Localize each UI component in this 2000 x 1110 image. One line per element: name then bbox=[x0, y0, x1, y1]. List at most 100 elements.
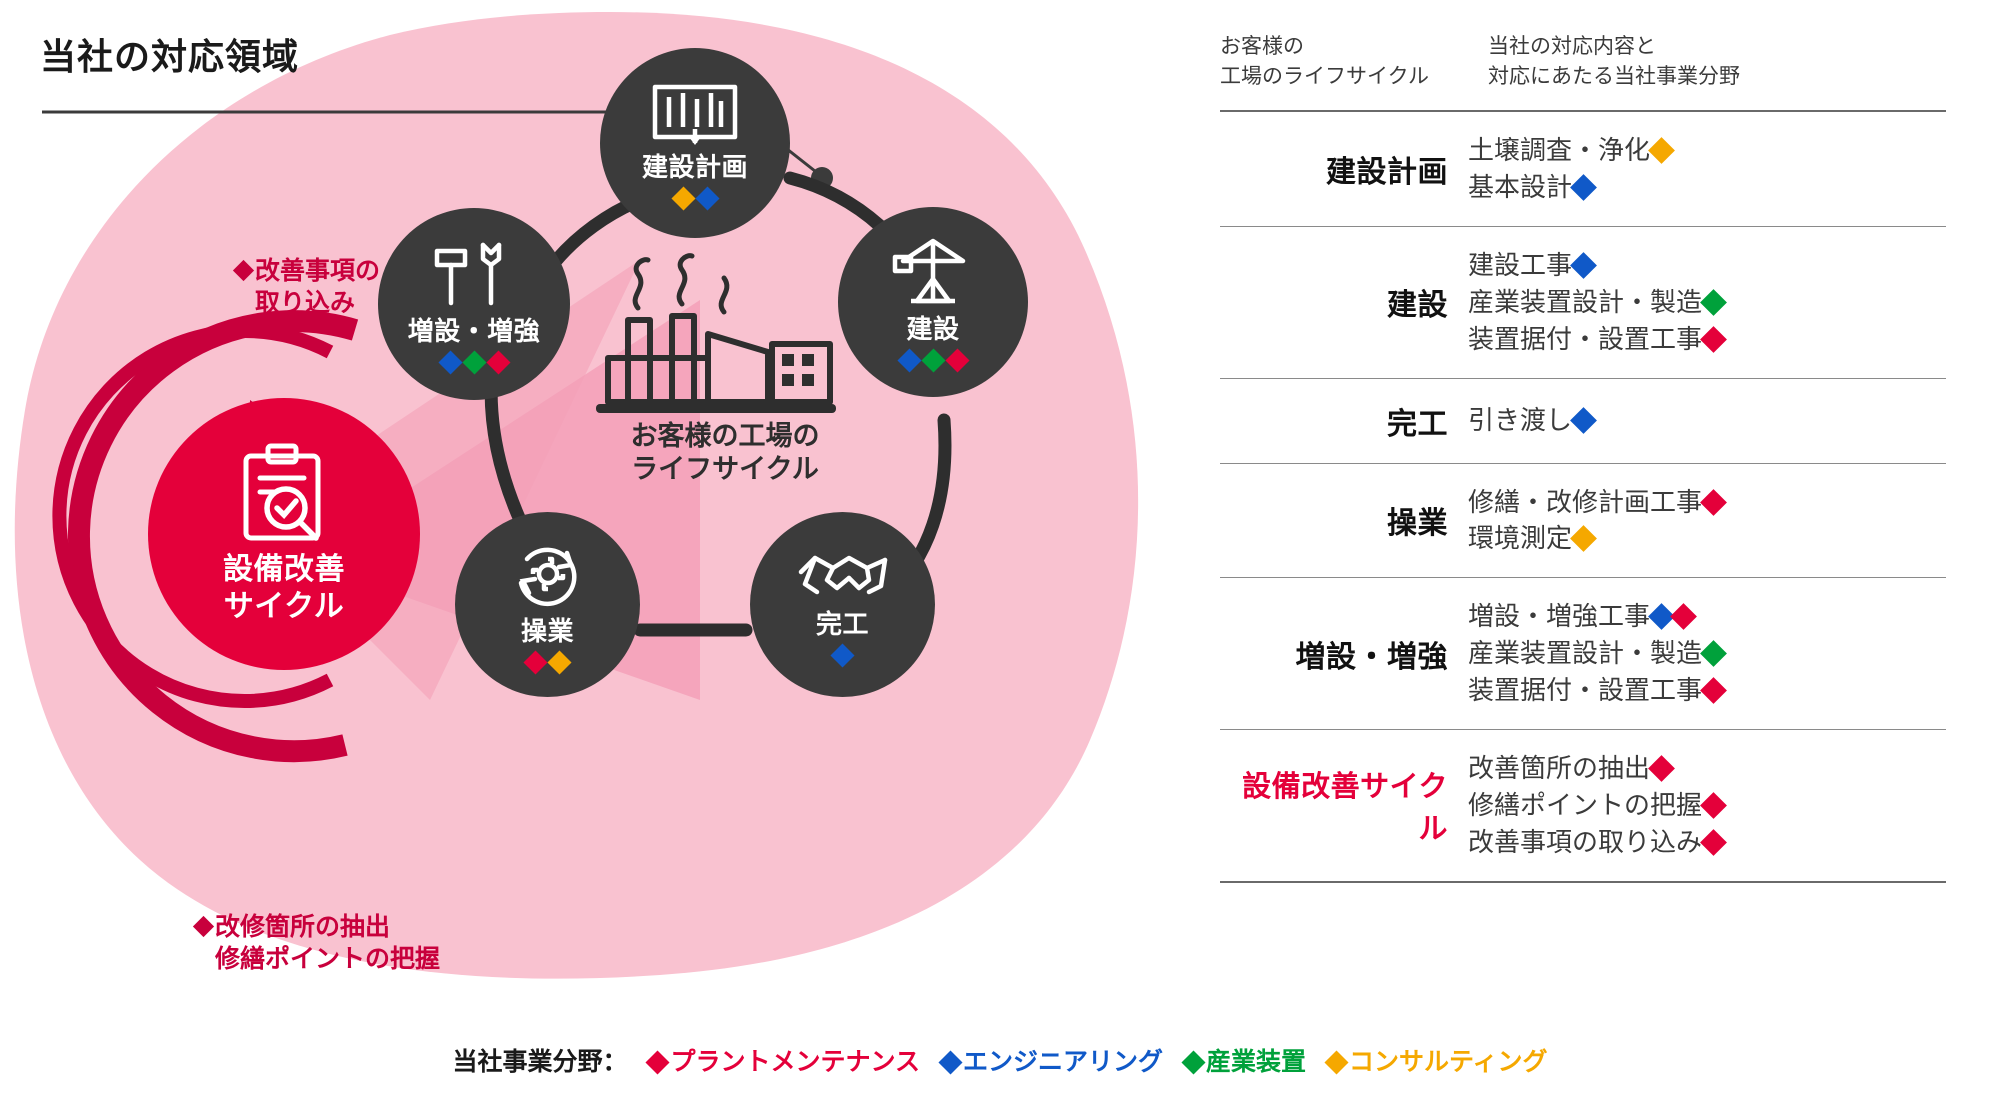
legend-entry-label: プラントメンテナンス bbox=[670, 1048, 920, 1076]
cycle-node-plan[interactable]: 建設計画 bbox=[600, 48, 790, 238]
diamond-plant_maintenance bbox=[1700, 828, 1727, 856]
table-row: 操業修繕・改修計画工事環境測定 bbox=[1220, 464, 1946, 578]
table-stage-label: 完工 bbox=[1387, 407, 1448, 441]
table-service-item: 土壌調査・浄化 bbox=[1468, 132, 1946, 169]
diamond-consulting bbox=[547, 649, 572, 675]
diamond-engineering bbox=[1570, 251, 1597, 279]
core-label-line2: サイクル bbox=[223, 590, 345, 623]
table-stage-label: 建設 bbox=[1387, 289, 1448, 323]
table-service-item: 引き渡し bbox=[1468, 402, 1946, 439]
diamond-plant_maintenance bbox=[1700, 792, 1727, 819]
diamond-consulting bbox=[670, 186, 696, 211]
diamond-engineering bbox=[694, 186, 720, 211]
table-service-text: 引き渡し bbox=[1468, 405, 1573, 436]
table-rule bbox=[1220, 462, 1946, 464]
cycle-node-plan-diamonds bbox=[670, 186, 720, 211]
lifecycle-table: 建設計画土壌調査・浄化基本設計建設建設工事産業装置設計・製造装置据付・設置工事完… bbox=[1220, 110, 1946, 883]
table-service-item: 装置据付・設置工事 bbox=[1468, 672, 1946, 709]
factory-illustration-icon bbox=[596, 253, 836, 413]
table-service-item: 増設・増強工事 bbox=[1468, 598, 1946, 635]
table-header-services: 当社の対応内容と 対応にあたる当社事業分野 bbox=[1488, 32, 1740, 92]
cycle-node-operate[interactable]: 操業 bbox=[455, 512, 640, 697]
table-service-list: 増設・増強工事産業装置設計・製造装置据付・設置工事 bbox=[1468, 598, 1946, 709]
cycle-node-complete[interactable]: 完工 bbox=[750, 512, 935, 697]
table-row: 設備改善サイクル改善箇所の抽出修繕ポイントの把握改善事項の取り込み bbox=[1220, 730, 1946, 881]
header-right-line1: 当社の対応内容と bbox=[1488, 35, 1656, 58]
center-caption-line1: お客様の工場の bbox=[630, 421, 820, 451]
improvement-cycle-core-label: 設備改善 サイクル bbox=[223, 552, 345, 625]
diamond-industrial_equipment bbox=[1700, 640, 1727, 668]
table-service-item: 改善事項の取り込み bbox=[1468, 824, 1946, 861]
center-caption: お客様の工場の ライフサイクル bbox=[600, 420, 850, 486]
cycle-node-build[interactable]: 建設 bbox=[838, 207, 1028, 397]
business-fields-legend: 当社事業分野： プラントメンテナンスエンジニアリング産業装置 コンサルティング bbox=[0, 1042, 2000, 1078]
note-repair-points: 改修箇所の抽出 修繕ポイントの把握 bbox=[192, 912, 441, 975]
note-improvement-incorporation: 改善事項の 取り込み bbox=[232, 256, 381, 319]
diamond-plant_maintenance bbox=[1700, 325, 1727, 353]
tools-icon bbox=[431, 237, 517, 309]
legend-entry: プラントメンテナンス bbox=[645, 1048, 920, 1076]
diamond-engineering bbox=[1570, 173, 1597, 201]
core-label-line1: 設備改善 bbox=[223, 553, 345, 587]
diamond-marker bbox=[192, 915, 215, 938]
diamond-industrial_equipment bbox=[920, 348, 946, 373]
page-title: 当社の対応領域 bbox=[40, 36, 300, 77]
table-rule bbox=[1220, 225, 1946, 227]
table-service-text: 基本設計 bbox=[1468, 171, 1573, 202]
table-service-text: 修繕ポイントの把握 bbox=[1468, 789, 1703, 820]
diamond-plant_maintenance bbox=[1700, 488, 1727, 516]
diamond-consulting bbox=[1570, 525, 1597, 553]
table-rule bbox=[1220, 377, 1946, 379]
header-left-line1: お客様の bbox=[1220, 35, 1304, 58]
table-service-item: 修繕ポイントの把握 bbox=[1468, 787, 1946, 824]
legend-entry: コンサルティング bbox=[1324, 1048, 1548, 1076]
table-service-item: 産業装置設計・製造 bbox=[1468, 635, 1946, 672]
legend-entry: エンジニアリング bbox=[938, 1048, 1163, 1076]
cycle-node-operate-diamonds bbox=[523, 649, 572, 675]
diamond-plant_maintenance bbox=[523, 649, 548, 675]
table-row: 増設・増強増設・増強工事産業装置設計・製造装置据付・設置工事 bbox=[1220, 578, 1946, 729]
diamond-engineering bbox=[1570, 407, 1597, 435]
diamond-engineering bbox=[896, 348, 922, 373]
cycle-node-expand-diamonds bbox=[437, 350, 511, 375]
table-row: 完工引き渡し bbox=[1220, 379, 1946, 463]
table-service-text: 建設工事 bbox=[1468, 249, 1573, 280]
clipboard-check-magnifier-icon bbox=[236, 442, 332, 542]
improvement-cycle-core[interactable]: 設備改善 サイクル bbox=[148, 398, 420, 670]
factory-plan-icon bbox=[651, 79, 739, 145]
table-service-item: 産業装置設計・製造 bbox=[1468, 284, 1946, 321]
table-service-item: 基本設計 bbox=[1468, 169, 1946, 206]
legend-entry-label: コンサルティング bbox=[1349, 1048, 1548, 1076]
table-service-list: 建設工事産業装置設計・製造装置据付・設置工事 bbox=[1468, 247, 1946, 358]
table-service-text: 産業装置設計・製造 bbox=[1468, 638, 1703, 669]
cycle-diagram-panel: 当社の対応領域 bbox=[14, 12, 1139, 979]
legend-label: 当社事業分野： bbox=[452, 1048, 628, 1076]
table-service-text: 改善箇所の抽出 bbox=[1468, 753, 1651, 784]
note-top-line1: 改善事項の bbox=[255, 257, 381, 285]
gear-cycle-icon bbox=[511, 539, 585, 609]
diamond-plant_maintenance bbox=[1700, 677, 1727, 705]
diamond-consulting bbox=[1648, 137, 1675, 164]
table-service-list: 引き渡し bbox=[1468, 402, 1946, 439]
header-right-line2: 対応にあたる当社事業分野 bbox=[1488, 64, 1740, 88]
diamond-engineering bbox=[437, 350, 463, 375]
diamond-consulting bbox=[1324, 1050, 1349, 1075]
lifecycle-table-panel: お客様の 工場のライフサイクル 当社の対応内容と 対応にあたる当社事業分野 建設… bbox=[1220, 0, 2000, 1110]
handshake-icon bbox=[797, 546, 889, 602]
legend-entry: 産業装置 bbox=[1181, 1048, 1306, 1076]
table-service-list: 土壌調査・浄化基本設計 bbox=[1468, 132, 1946, 206]
cycle-node-expand[interactable]: 増設・増強 bbox=[378, 208, 570, 400]
diamond-plant_maintenance bbox=[485, 350, 511, 375]
table-service-text: 産業装置設計・製造 bbox=[1468, 286, 1703, 317]
diamond-plant_maintenance bbox=[645, 1050, 670, 1075]
cycle-node-plan-label: 建設計画 bbox=[641, 152, 748, 182]
callout-title-block: 当社の対応領域 bbox=[40, 28, 299, 80]
table-service-text: 修繕・改修計画工事 bbox=[1468, 486, 1703, 517]
table-service-text: 環境測定 bbox=[1468, 523, 1573, 554]
table-rule bbox=[1220, 110, 1946, 112]
note-bottom-line2: 修繕ポイントの把握 bbox=[215, 944, 441, 973]
diamond-plant_maintenance bbox=[1670, 603, 1697, 631]
table-service-item: 環境測定 bbox=[1468, 520, 1946, 557]
center-caption-line2: ライフサイクル bbox=[631, 453, 819, 484]
cycle-node-expand-label: 増設・増強 bbox=[407, 316, 541, 346]
